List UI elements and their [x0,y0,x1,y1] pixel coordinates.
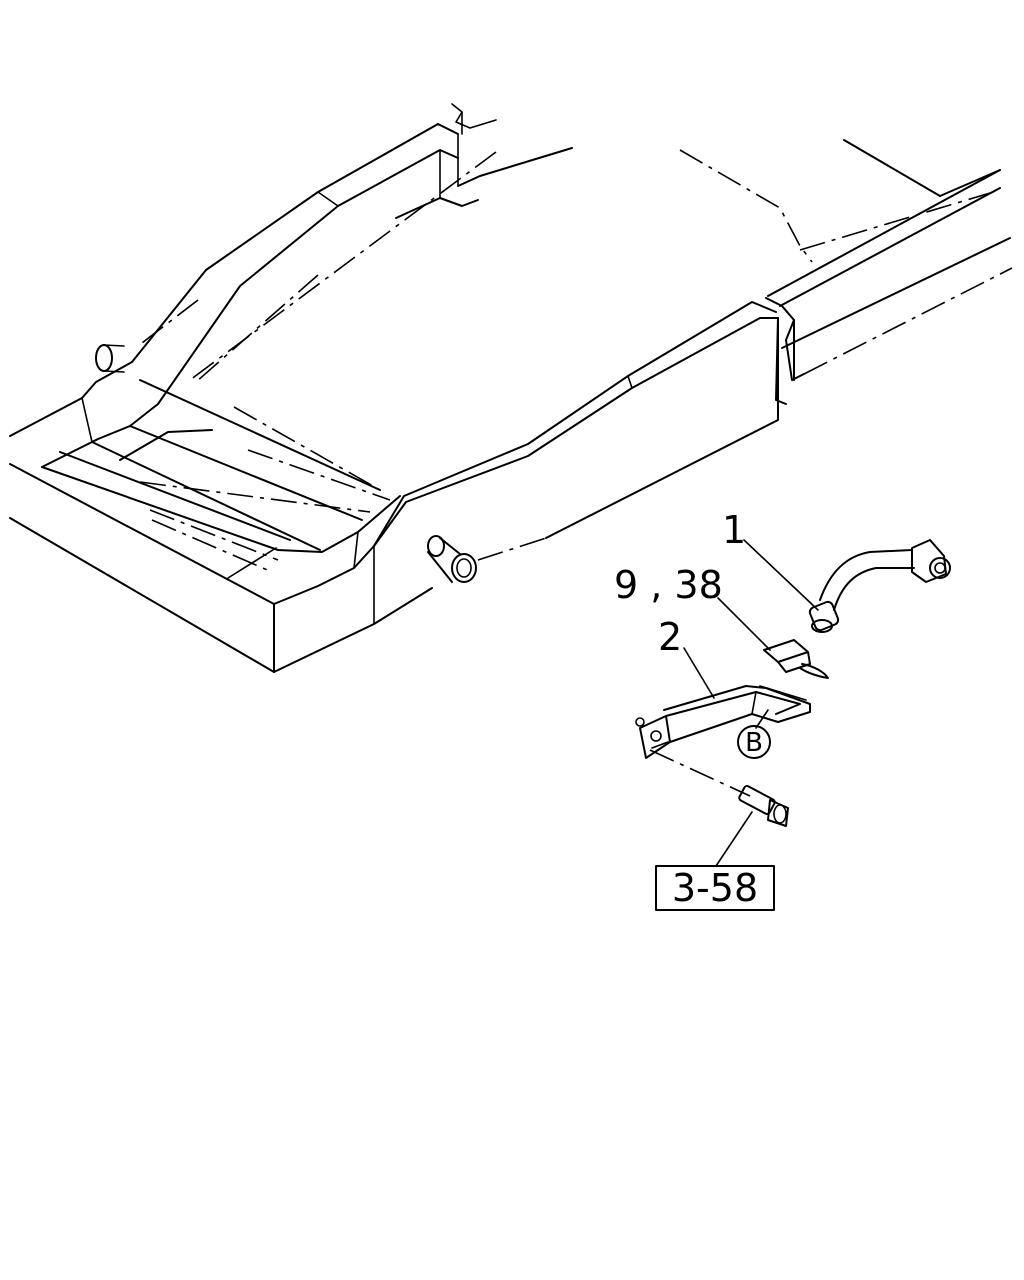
bolt[interactable] [649,749,789,827]
reference-b-label: B [745,728,763,758]
reference-box-3-58[interactable]: 3-58 [655,865,775,911]
chassis-frame [9,103,1013,673]
callout-part-9-38: 9 , 38 [614,563,723,607]
cross-members [59,379,381,579]
leader-lines [683,539,819,867]
centre-body-outline [139,123,1001,573]
part-2-bracket[interactable] [635,685,811,759]
part-1-pipe[interactable] [808,539,951,633]
frame-bushing [427,535,477,583]
part-9-38-clip[interactable] [763,639,829,679]
reference-box-label: 3-58 [672,866,758,910]
reference-b-marker[interactable]: B [737,725,771,759]
callout-part-1: 1 [722,508,746,552]
callout-part-2: 2 [658,615,682,659]
reference-box [655,865,775,911]
rear-cross-frame [765,139,1013,405]
reference-b-circle [737,725,771,759]
